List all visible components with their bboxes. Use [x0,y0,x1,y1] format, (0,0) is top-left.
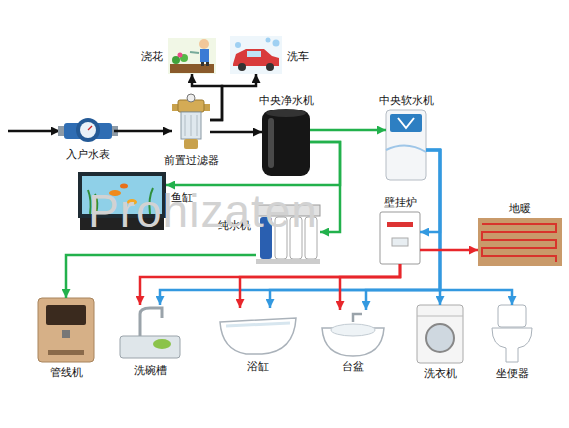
bathtub-box: 浴缸 [220,308,296,356]
sink-icon [120,308,180,358]
pipe-arrow [420,249,478,252]
meter-box: 入户水表 [62,118,114,144]
washer-icon [417,305,463,363]
node-label: 浴缸 [247,360,269,373]
carwash-box: 洗车 [230,36,282,74]
meter-icon [58,118,118,142]
purifier-icon [262,109,310,176]
floorheat-icon [478,218,562,266]
node-label: 管线机 [50,366,83,379]
supply-arrow [8,130,60,133]
watermark: Prohizaten [88,186,318,236]
pipe-arrow [420,150,440,232]
node-label: 入户水表 [66,148,110,161]
filter-box: 前置过滤器 [172,100,210,150]
pipe-arrow [140,264,400,305]
softener-box: 中央软水机 [386,110,426,180]
pipe-arrow [210,74,256,120]
node-label: 台盆 [342,360,364,373]
node-label: 洗碗槽 [134,364,167,377]
node-label: 地暖 [509,202,531,215]
softener-icon [386,110,426,180]
pipe-arrow [240,264,400,308]
boiler-icon [380,212,420,264]
node-label: 中央净水机 [259,94,314,107]
node-label: 浇花 [141,50,163,63]
basin-box: 台盆 [322,310,384,356]
garden-box: 浇花 [168,38,216,74]
pipe-arrow [210,131,262,134]
floorheat-box: 地暖 [478,218,562,266]
node-label: 中央软水机 [379,94,434,107]
dispenser-box: 管线机 [38,298,94,362]
node-label: 洗车 [287,50,309,63]
node-label: 洗衣机 [424,367,457,380]
node-label: 前置过滤器 [164,154,219,167]
pipe-arrow [192,74,222,120]
pipe-arrow [310,129,386,132]
basin-icon [322,314,384,356]
washer-box: 洗衣机 [417,305,463,363]
pipe-arrow [114,130,172,133]
toilet-icon [492,305,532,362]
carwash-icon [230,36,282,74]
pipe-arrow [426,150,440,305]
pipe-arrow [426,150,512,305]
dispenser-icon [38,298,94,362]
purifier-box: 中央净水机 [262,110,310,176]
node-label: 壁挂炉 [384,196,417,209]
boiler-box: 壁挂炉 [380,212,420,264]
pipe-arrow [340,264,400,310]
filter-icon [172,94,210,149]
node-label: 坐便器 [496,367,529,380]
pipe-arrow [366,150,440,310]
toilet-box: 坐便器 [490,305,534,363]
bathtub-icon [220,318,296,354]
garden-icon [168,38,216,74]
sink-box: 洗碗槽 [120,305,180,360]
